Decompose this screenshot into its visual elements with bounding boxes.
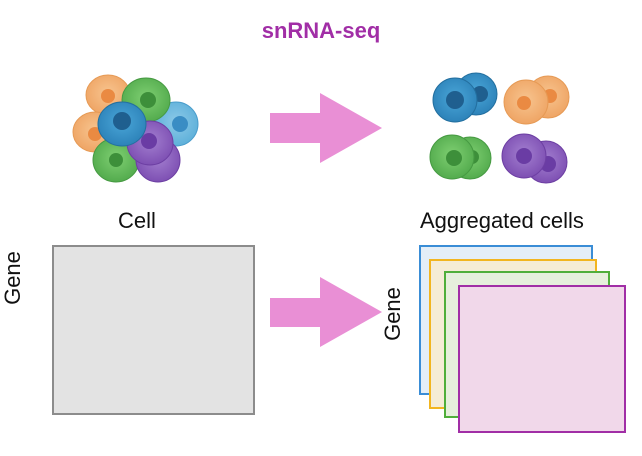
label-gene-right: Gene [380, 287, 405, 341]
matrix-stack [419, 245, 626, 433]
diagram-title: snRNA-seq [261, 18, 381, 43]
cell-cluster [72, 74, 199, 183]
cell-pair-green [429, 134, 492, 180]
cell-blue-center [97, 101, 147, 147]
cell-pair-blue [432, 72, 498, 123]
label-gene-left: Gene [0, 251, 25, 305]
arrow-right-top [270, 93, 382, 163]
matrix-layer-magenta [458, 285, 626, 433]
label-aggregated-cells: Aggregated cells [420, 208, 584, 233]
label-cell: Cell [118, 208, 156, 233]
cell-pair-purple [501, 133, 568, 184]
cell-pair-orange [503, 75, 570, 125]
gene-cell-matrix [52, 245, 255, 415]
arrow-right-bottom [270, 277, 382, 347]
